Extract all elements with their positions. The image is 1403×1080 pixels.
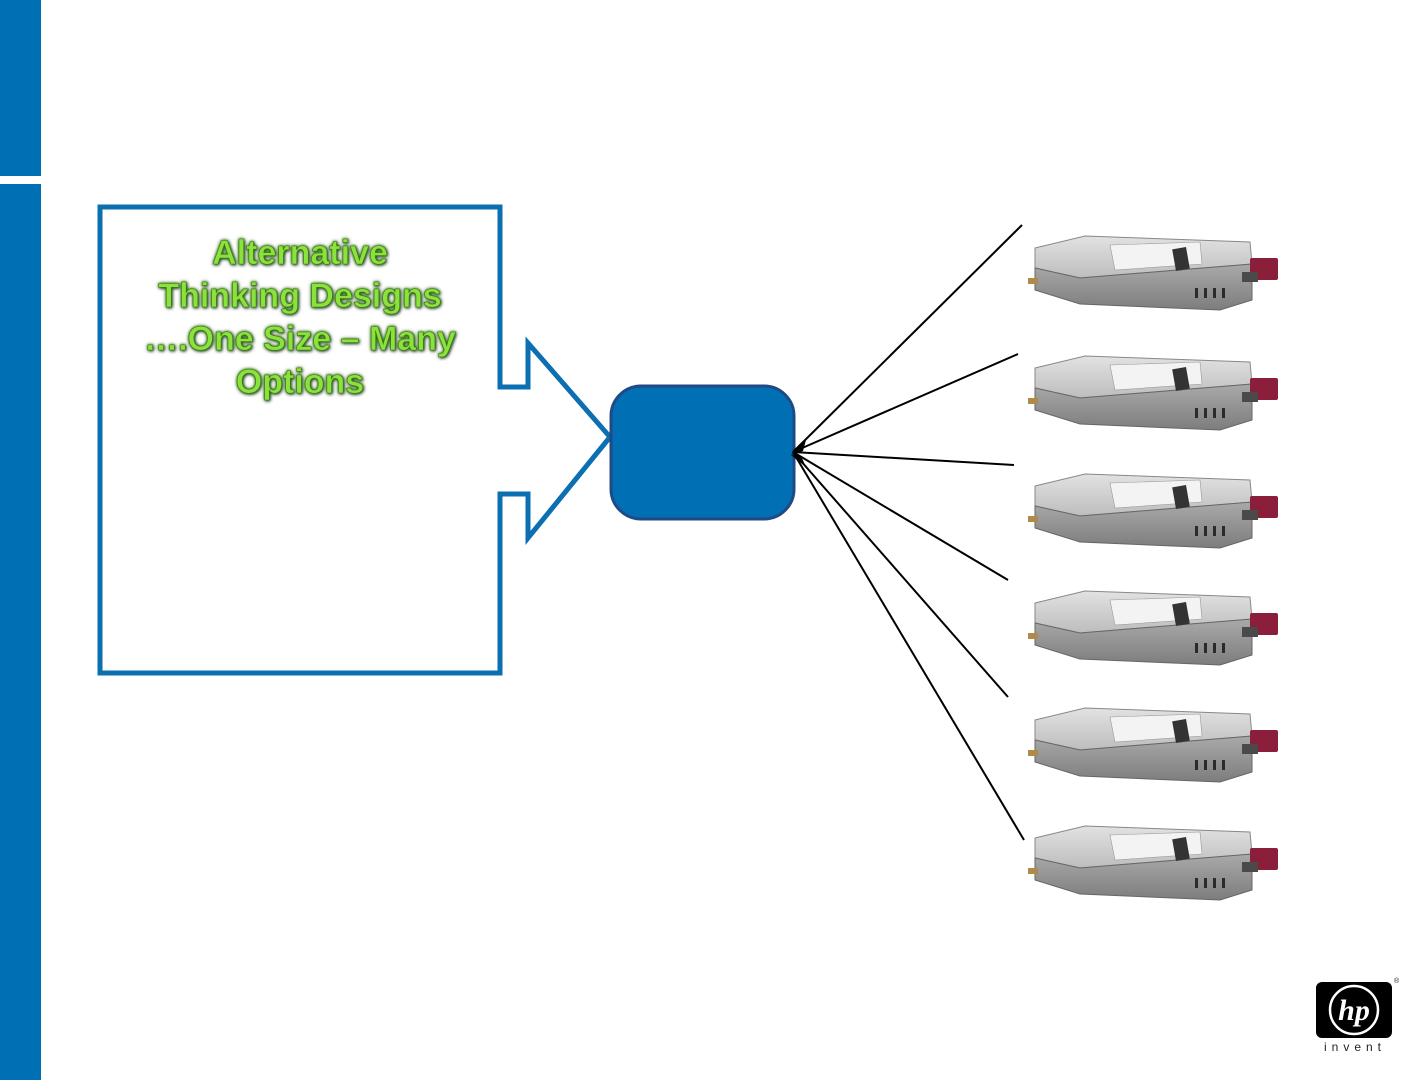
sidebar-bottom [0,184,41,1080]
headline-line-3: ….One Size – Many [144,320,456,359]
psu-brand-label [1172,484,1190,510]
power-supply-unit [1028,235,1278,311]
power-supply-unit [1028,825,1278,901]
headline-line-2: Thinking Designs [158,277,442,316]
connector-line [792,224,1023,453]
headline-line-4: Options [235,363,365,402]
power-supply-unit [1028,707,1278,783]
connector-line [792,451,1009,581]
power-supply-list [1028,235,1278,901]
connector-line [792,451,1025,841]
hp-logo-text: hp [1338,994,1370,1027]
connector-line [792,451,1015,466]
hp-invent-logo: hp ® invent [1314,978,1399,1057]
arrowhead-icon [791,440,806,455]
sidebar-top [0,0,41,176]
connector-lines [792,224,1025,841]
power-supply-unit [1028,590,1278,666]
psu-brand-label [1172,836,1190,862]
power-supply-unit [1028,473,1278,549]
psu-brand-label [1172,601,1190,627]
registered-mark: ® [1394,978,1400,985]
callout-arrow-box [97,204,614,676]
connector-line [792,353,1019,453]
power-supply-unit [1028,355,1278,431]
hp-logo-mark: hp [1316,982,1392,1038]
psu-brand-label [1172,718,1190,744]
psu-brand-label [1172,366,1190,392]
headline: Alternative Thinking Designs ….One Size … [110,232,490,404]
headline-line-1: Alternative [212,234,388,273]
connector-line [792,451,1009,698]
center-box [609,384,796,521]
psu-brand-label [1172,246,1190,272]
arrowhead-icon [791,455,806,467]
logo-wordmark: invent [1323,1040,1387,1054]
